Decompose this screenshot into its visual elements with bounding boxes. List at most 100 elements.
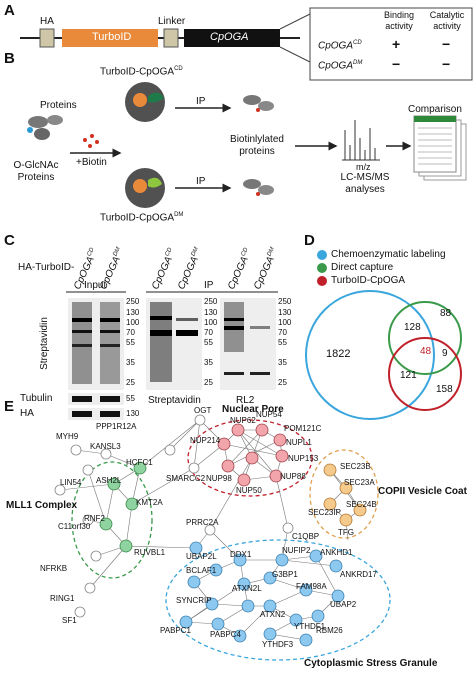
node-myh9: MYH9 bbox=[56, 432, 79, 441]
mw-ip1-55: 55 bbox=[204, 338, 213, 347]
ha-turboid-label: HA-TurboID- bbox=[18, 262, 75, 273]
venn-count-red-only: 158 bbox=[436, 384, 453, 395]
table-header-catalytic: Catalytic activity bbox=[429, 10, 465, 31]
mz-label: m/z bbox=[356, 162, 371, 172]
node-ythdf3: YTHDF3 bbox=[262, 640, 294, 649]
mw-ip2-55: 55 bbox=[278, 338, 287, 347]
ip-label-top: IP bbox=[196, 96, 206, 107]
captured-proteins-top bbox=[243, 95, 274, 112]
node-sec23ip: SEC23IP bbox=[308, 508, 341, 517]
group-label-copii: COPII Vesicle Coat bbox=[378, 486, 467, 497]
comparison-label: Comparison bbox=[408, 104, 462, 115]
node-nfrkb: NFRKB bbox=[40, 564, 68, 573]
node-nup88: NUP88 bbox=[280, 472, 306, 481]
mw-ip1-70: 70 bbox=[204, 328, 213, 337]
panel-label-d: D bbox=[304, 232, 315, 249]
proteins-label: Proteins bbox=[40, 100, 77, 111]
node-fam98a: FAM98A bbox=[296, 582, 327, 591]
node-hcfc1: HCFC1 bbox=[126, 458, 153, 467]
node-sec24b: SEC24B bbox=[346, 500, 377, 509]
callout-lines bbox=[279, 13, 311, 63]
biotinylated-proteins-label: Biotinlylated proteins bbox=[230, 134, 284, 157]
bottom-rl2-label: RL2 bbox=[236, 395, 255, 406]
node-sf1: SF1 bbox=[62, 616, 77, 625]
tubulin-label: Tubulin bbox=[20, 393, 53, 404]
node-ppp1r12a: PPP1R12A bbox=[96, 422, 137, 431]
legend-dot-direct bbox=[317, 263, 327, 273]
node-atxn2: ATXN2 bbox=[260, 610, 286, 619]
biotin-label: +Biotin bbox=[76, 157, 107, 168]
table-header-binding: Binding activity bbox=[383, 10, 415, 31]
node-pabpc4: PABPC4 bbox=[210, 630, 241, 639]
mw-input-250: 250 bbox=[126, 297, 140, 306]
ha-label: HA bbox=[20, 408, 34, 419]
node-ogt: OGT bbox=[194, 406, 212, 415]
mw-ip2-250: 250 bbox=[278, 297, 292, 306]
node-ankhd1: ANKHD1 bbox=[320, 548, 353, 557]
mw-ip1-25: 25 bbox=[204, 378, 213, 387]
mw-input-100: 100 bbox=[126, 318, 140, 327]
top-complex-label: TurboID-CpOGACD bbox=[100, 66, 183, 78]
mw-ip2-100: 100 bbox=[278, 318, 292, 327]
network-nodes bbox=[54, 414, 367, 647]
biotin-dots bbox=[83, 134, 99, 148]
node-kansl3: KANSL3 bbox=[90, 442, 121, 451]
mw-ip2-25: 25 bbox=[278, 378, 287, 387]
node-lin54: LIN54 bbox=[60, 478, 82, 487]
panel-label-b: B bbox=[4, 50, 15, 67]
table-row-cd-catalytic: − bbox=[442, 36, 451, 52]
mw-ip1-130: 130 bbox=[204, 308, 218, 317]
bottom-streptavidin-label: Streptavidin bbox=[148, 395, 201, 406]
node-nupl1: NUPL1 bbox=[286, 438, 312, 447]
table-row-cd-binding: + bbox=[392, 36, 401, 52]
nuclear-pore-boundary bbox=[187, 419, 313, 497]
mw-tubulin: 55 bbox=[126, 394, 135, 403]
node-syncrip: SYNCRIP bbox=[176, 596, 212, 605]
node-sec23b: SEC23B bbox=[340, 462, 371, 471]
venn-count-blue-green: 128 bbox=[404, 322, 421, 333]
node-ddx1: DDX1 bbox=[230, 550, 252, 559]
ms-spectrum-icon bbox=[342, 120, 380, 161]
venn-direct-capture-circle bbox=[388, 301, 462, 375]
node-ankrd17: ANKRD17 bbox=[340, 570, 377, 579]
callout-box bbox=[309, 7, 473, 81]
node-ruvbl1: RUVBL1 bbox=[134, 548, 166, 557]
lcms-label: LC-MS/MS analyses bbox=[340, 172, 390, 195]
node-nup62: NUP62 bbox=[230, 416, 256, 425]
copii-boundary bbox=[309, 449, 379, 539]
venn-count-green-red: 9 bbox=[442, 348, 448, 359]
free-proteins-group bbox=[27, 115, 63, 140]
mw-ip2-35: 35 bbox=[278, 358, 287, 367]
input-blot-bands bbox=[72, 302, 120, 384]
captured-proteins-bottom bbox=[243, 179, 274, 196]
node-nup214: NUP214 bbox=[190, 436, 221, 445]
ip-rl2-bands bbox=[224, 302, 270, 375]
panel-label-a: A bbox=[4, 2, 15, 19]
node-tfg: TFG bbox=[338, 528, 354, 537]
ip-header: IP bbox=[204, 280, 214, 291]
mw-input-55: 55 bbox=[126, 338, 135, 347]
node-rbm26: RBM26 bbox=[316, 626, 343, 635]
linker-box bbox=[163, 28, 179, 48]
node-c1qbp: C1QBP bbox=[292, 532, 320, 541]
construct-turboid-label: TurboID bbox=[92, 31, 132, 43]
mw-input-25: 25 bbox=[126, 378, 135, 387]
table-row-dm-binding: − bbox=[392, 56, 401, 72]
node-bclaf1: BCLAF1 bbox=[186, 566, 217, 575]
legend-direct-capture: Direct capture bbox=[331, 262, 394, 273]
node-pabpc1: PABPC1 bbox=[160, 626, 191, 635]
node-nup153: NUP153 bbox=[288, 454, 319, 463]
streptavidin-side-label: Streptavidin bbox=[38, 317, 50, 370]
mw-input-130: 130 bbox=[126, 308, 140, 317]
table-row-dm-name: CpOGADM bbox=[318, 60, 363, 72]
turboid-box bbox=[62, 29, 158, 47]
node-nup50: NUP50 bbox=[236, 486, 262, 495]
comparison-sheets-icon bbox=[413, 115, 467, 181]
ha-tag-box bbox=[39, 28, 55, 48]
construct-cpoga-label: CpOGA bbox=[210, 31, 249, 43]
node-sec23a: SEC23A bbox=[344, 478, 375, 487]
bottom-complex-label: TurboID-CpOGADM bbox=[100, 212, 184, 224]
node-nup98: NUP98 bbox=[206, 474, 232, 483]
ip-streptavidin-bands bbox=[150, 302, 198, 382]
